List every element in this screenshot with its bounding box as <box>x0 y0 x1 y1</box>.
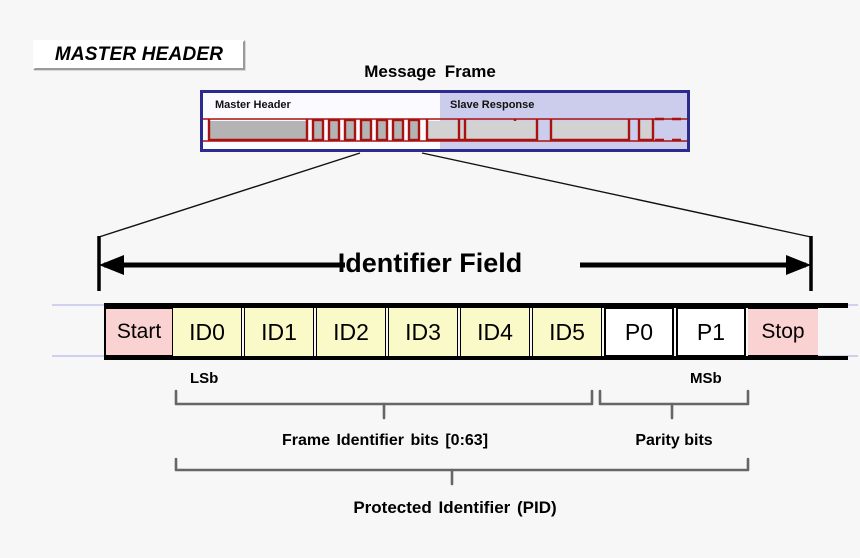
parity-bracket <box>598 389 750 406</box>
slave-response-label: Slave Response <box>450 99 535 111</box>
bit-cell-start[interactable]: Start <box>104 307 172 357</box>
message-frame: Master Header Slave Response <box>200 90 690 152</box>
frame-waveform <box>203 117 687 142</box>
bus-idle-line-left-bottom <box>52 355 104 357</box>
identifier-field-label: Identifier Field <box>337 248 523 278</box>
identifier-bit-row: Start ID0 ID1 ID2 ID3 ID4 ID5 P0 P1 Stop <box>104 307 818 357</box>
bit-row-bottom-rail <box>104 356 848 360</box>
bit-cell-p0[interactable]: P0 <box>604 307 674 357</box>
bit-cell-id1[interactable]: ID1 <box>244 307 314 357</box>
bit-cell-id4[interactable]: ID4 <box>460 307 530 357</box>
frame-identifier-bracket <box>174 389 594 406</box>
bit-cell-stop-label: Stop <box>761 320 805 343</box>
bit-row-top-rail <box>104 303 848 308</box>
parity-caption: Parity bits <box>635 432 713 449</box>
bit-cell-p1-label: P1 <box>696 318 726 345</box>
bit-cell-id0[interactable]: ID0 <box>172 307 242 357</box>
pid-bracket <box>174 457 750 472</box>
master-header-label: Master Header <box>215 99 291 111</box>
bit-cell-id4-label: ID4 <box>477 318 513 345</box>
bit-cell-id5[interactable]: ID5 <box>532 307 602 357</box>
bit-cell-p1[interactable]: P1 <box>676 307 746 357</box>
bit-cell-id5-label: ID5 <box>549 318 585 345</box>
bit-cell-id2-label: ID2 <box>333 318 369 345</box>
bit-cell-id0-label: ID0 <box>189 318 225 345</box>
bit-cell-id1-label: ID1 <box>261 318 297 345</box>
bit-cell-stop[interactable]: Stop <box>748 307 818 357</box>
message-frame-title-text: Message Frame <box>364 62 496 81</box>
bit-cell-start-label: Start <box>116 320 162 343</box>
message-frame-title: Message Frame <box>0 62 860 82</box>
pid-caption: Protected Identifier (PID) <box>353 498 557 517</box>
msb-label: MSb <box>690 370 722 387</box>
bus-idle-line-left-top <box>52 304 104 306</box>
bit-cell-id3-label: ID3 <box>405 318 441 345</box>
frame-identifier-caption: Frame Identifier bits [0:63] <box>281 432 489 449</box>
master-header-badge-label: MASTER HEADER <box>54 44 224 65</box>
master-header-badge: MASTER HEADER <box>33 40 245 70</box>
bit-cell-p0-label: P0 <box>624 318 654 345</box>
bit-cell-id3[interactable]: ID3 <box>388 307 458 357</box>
lsb-label: LSb <box>190 370 219 387</box>
bit-cell-id2[interactable]: ID2 <box>316 307 386 357</box>
